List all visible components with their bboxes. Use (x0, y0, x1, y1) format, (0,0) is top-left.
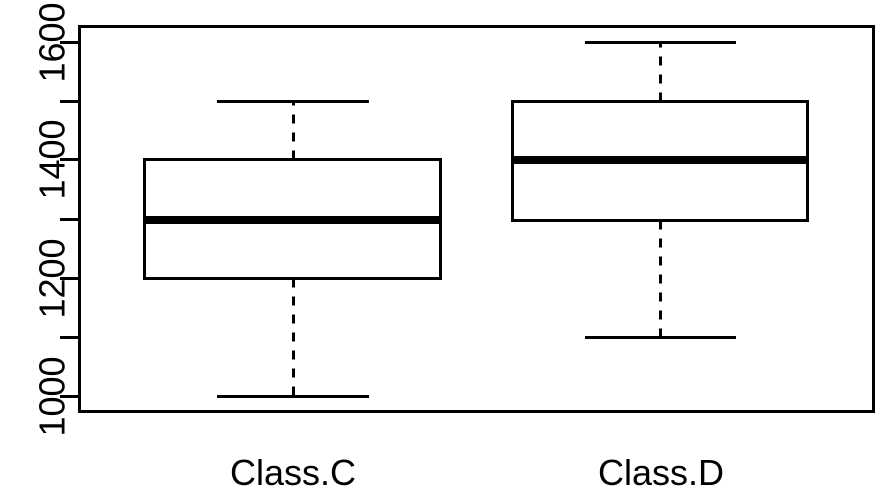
box-group-class-c[interactable] (143, 100, 442, 398)
y-axis-label-1400: 1400 (31, 119, 72, 199)
box-group-class-d[interactable] (511, 41, 809, 339)
plot-frame (78, 25, 875, 413)
y-axis-label-1600: 1600 (31, 2, 72, 82)
y-axis-tick-labels: 1600 1400 1200 1000 (31, 2, 72, 436)
y-axis-ticks (60, 41, 79, 398)
x-axis-label-class-d: Class.D (598, 452, 724, 493)
y-axis-label-1000: 1000 (31, 356, 72, 436)
y-axis-label-1200: 1200 (31, 238, 72, 318)
x-axis-label-class-c: Class.C (230, 452, 356, 493)
x-axis-tick-labels: Class.C Class.D (230, 452, 724, 493)
